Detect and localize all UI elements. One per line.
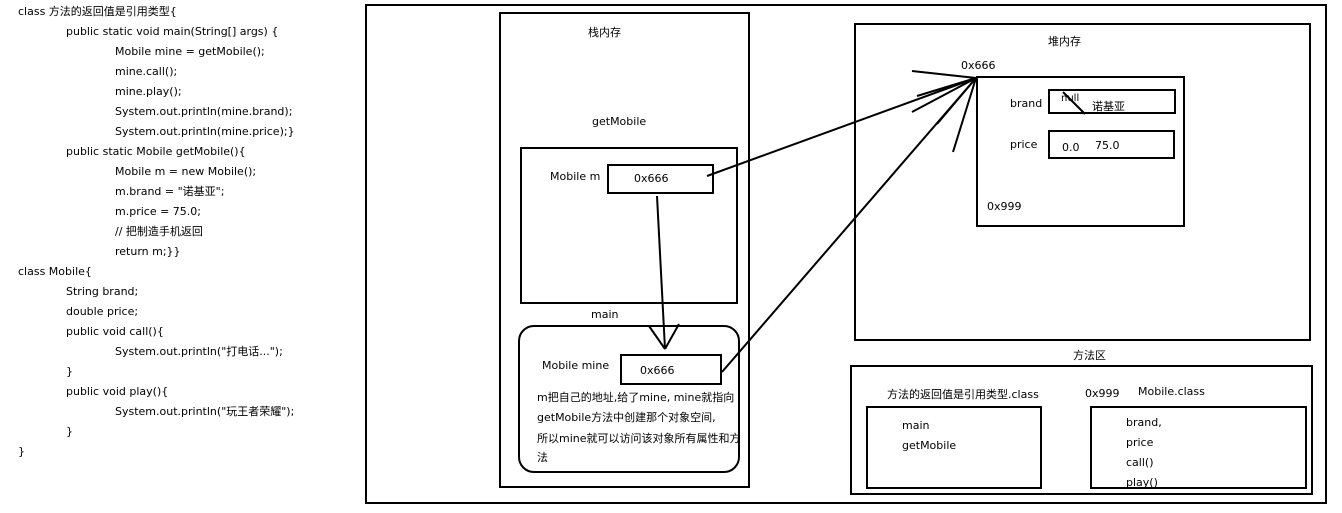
heap-title: 堆内存 <box>1048 35 1081 48</box>
code-line: // 把制造手机返回 <box>115 225 203 238</box>
note-line: 法 <box>537 451 548 464</box>
class-reference: 0x999 <box>987 200 1022 213</box>
class2-member: brand, <box>1126 416 1162 429</box>
code-line: public static void main(String[] args) { <box>66 25 279 38</box>
price-field-cell <box>1048 130 1175 159</box>
heap-object-address: 0x666 <box>961 59 996 72</box>
stack-title: 栈内存 <box>588 26 621 39</box>
price-new-value: 75.0 <box>1095 139 1120 152</box>
m-variable-label: Mobile m <box>550 170 601 183</box>
price-old-value: 0.0 <box>1062 141 1080 154</box>
mobile-object <box>976 76 1185 227</box>
code-line: public void play(){ <box>66 385 169 398</box>
code-line: m.price = 75.0; <box>115 205 201 218</box>
brand-new-value: 诺基亚 <box>1092 100 1125 113</box>
class1-method: main <box>902 419 930 432</box>
code-line: System.out.println(mine.price);} <box>115 125 295 138</box>
class2-box <box>1090 406 1307 489</box>
code-line: class 方法的返回值是引用类型{ <box>18 5 177 18</box>
class2-address: 0x999 <box>1085 387 1120 400</box>
code-line: return m;}} <box>115 245 181 258</box>
code-line: } <box>66 425 73 438</box>
brand-field-cell <box>1048 89 1176 114</box>
diagram-frame <box>365 4 1327 504</box>
code-line: mine.call(); <box>115 65 178 78</box>
code-line: Mobile mine = getMobile(); <box>115 45 265 58</box>
code-line: } <box>18 445 25 458</box>
class2-member: call() <box>1126 456 1154 469</box>
getmobile-frame-label: getMobile <box>592 115 647 128</box>
code-line: String brand; <box>66 285 139 298</box>
method-area-box <box>850 365 1313 495</box>
code-line: Mobile m = new Mobile(); <box>115 165 257 178</box>
main-frame <box>518 325 740 473</box>
class2-name: Mobile.class <box>1138 385 1205 398</box>
code-line: System.out.println("打电话..."); <box>115 345 283 358</box>
brand-field-label: brand <box>1010 97 1043 110</box>
main-frame-label: main <box>591 308 619 321</box>
code-line: class Mobile{ <box>18 265 92 278</box>
note-line: m把自己的地址,给了mine, mine就指向 <box>537 391 735 404</box>
mine-variable-label: Mobile mine <box>542 359 610 372</box>
class2-member: price <box>1126 436 1154 449</box>
class1-box <box>866 406 1042 489</box>
code-line: System.out.println("玩王者荣耀"); <box>115 405 295 418</box>
mine-variable-value: 0x666 <box>640 364 675 377</box>
method-area-title: 方法区 <box>1073 349 1106 362</box>
class1-name: 方法的返回值是引用类型.class <box>887 388 1039 401</box>
code-line: public void call(){ <box>66 325 164 338</box>
code-line: mine.play(); <box>115 85 182 98</box>
code-line: double price; <box>66 305 139 318</box>
note-line: getMobile方法中创建那个对象空间, <box>537 411 716 424</box>
m-variable-value: 0x666 <box>634 172 669 185</box>
mine-variable-cell <box>620 354 722 385</box>
code-line: public static Mobile getMobile(){ <box>66 145 246 158</box>
price-field-label: price <box>1010 138 1038 151</box>
code-line: m.brand = "诺基亚"; <box>115 185 225 198</box>
code-line: System.out.println(mine.brand); <box>115 105 293 118</box>
class1-method: getMobile <box>902 439 957 452</box>
note-line: 所以mine就可以访问该对象所有属性和方 <box>537 432 741 445</box>
code-listing: class 方法的返回值是引用类型{ public static void ma… <box>18 0 358 513</box>
m-variable-cell <box>607 164 714 194</box>
class2-member: play() <box>1126 476 1158 489</box>
brand-old-value: null <box>1061 93 1080 104</box>
code-line: } <box>66 365 73 378</box>
